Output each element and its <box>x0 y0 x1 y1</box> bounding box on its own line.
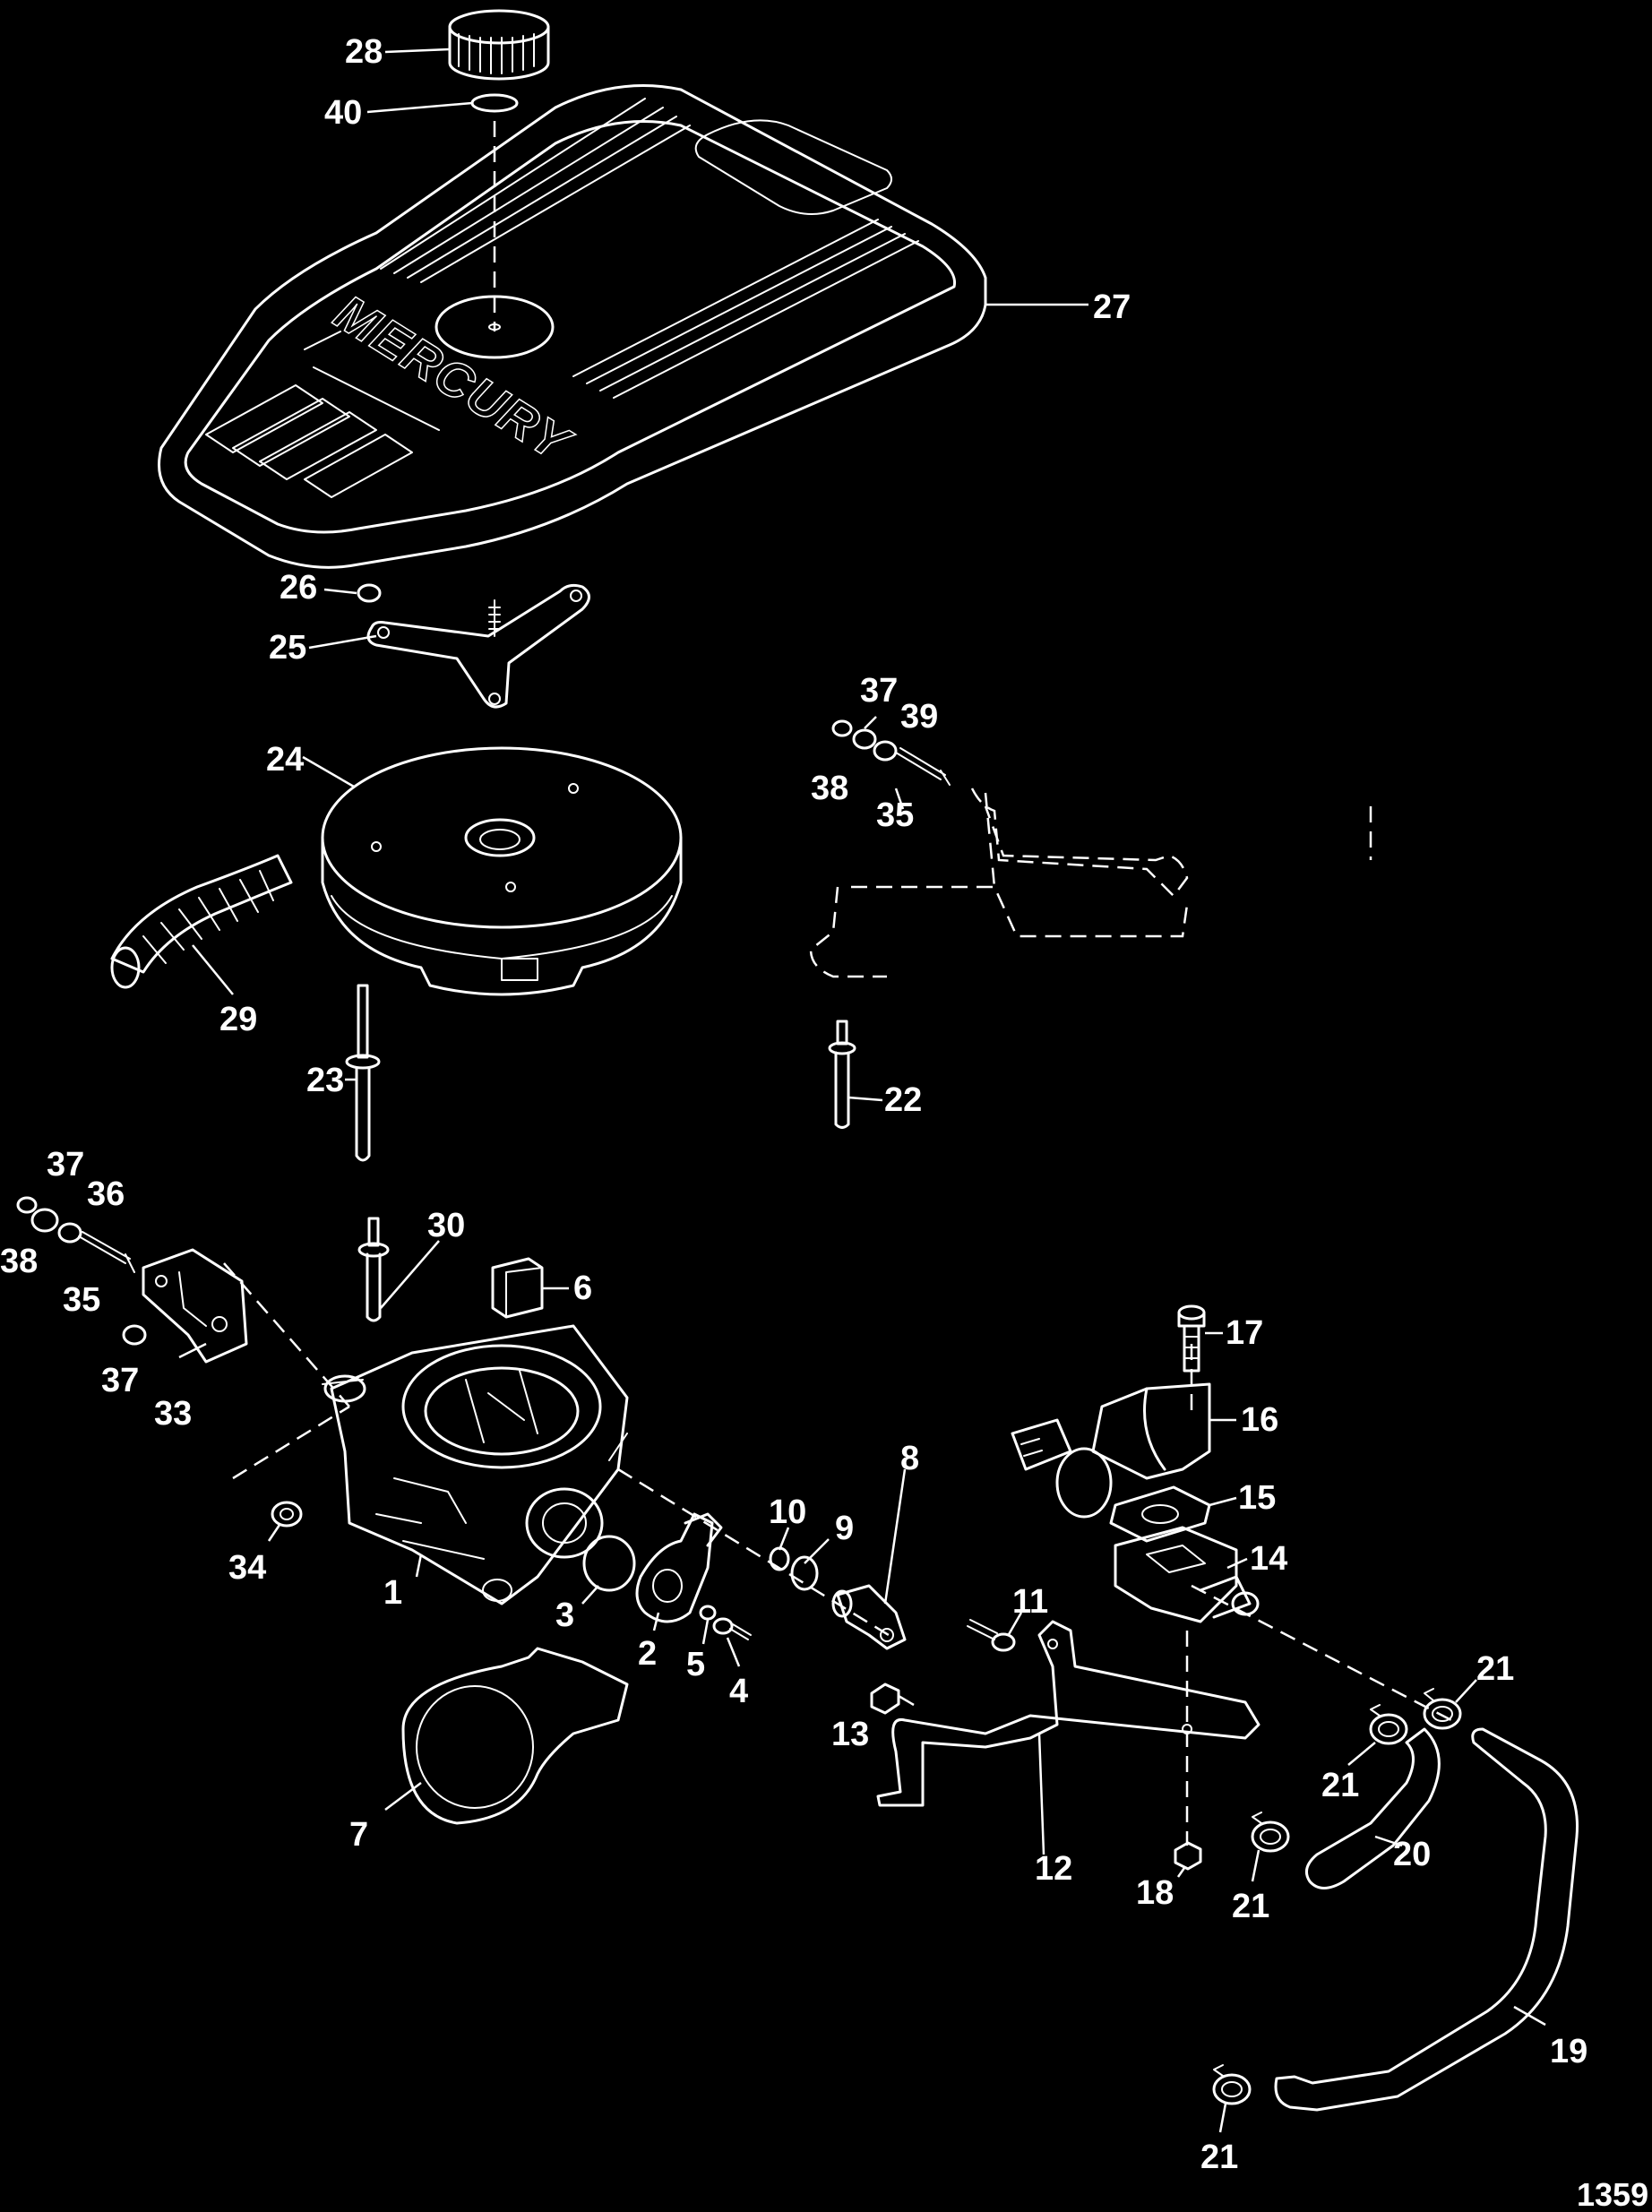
hose-clamp-upper-right <box>1423 1688 1462 1730</box>
callout-12: 12 <box>1035 1850 1072 1888</box>
callout-8: 8 <box>900 1440 919 1477</box>
throttle-cable-bracket <box>142 1248 248 1364</box>
callout-15: 15 <box>1238 1479 1276 1517</box>
callout-24: 24 <box>266 741 304 779</box>
callout-25: 25 <box>269 629 306 667</box>
iac-bracket <box>876 1620 1261 1807</box>
short-hose <box>1304 1727 1441 1889</box>
callout-17: 17 <box>1226 1314 1263 1352</box>
left-bracket-hardware <box>16 1196 147 1346</box>
throttle-body <box>322 1324 629 1605</box>
callout-9: 9 <box>835 1510 854 1547</box>
callout-23: 23 <box>306 1062 344 1099</box>
callout-21-d: 21 <box>1200 2139 1238 2176</box>
iac-gasket <box>1109 1485 1211 1543</box>
callout-3: 3 <box>555 1597 574 1634</box>
throttle-o-ring <box>582 1535 636 1592</box>
callout-11: 11 <box>1012 1583 1048 1621</box>
engine-cover: MERCURY <box>158 84 987 569</box>
iac-adapter <box>1114 1526 1260 1623</box>
iac-o-ring <box>790 1555 819 1591</box>
sensor-screw <box>712 1617 752 1640</box>
cover-nut <box>357 583 382 603</box>
sensor-washer <box>699 1605 717 1621</box>
idle-air-control-valve <box>1011 1382 1211 1519</box>
callout-37-left: 37 <box>47 1146 84 1183</box>
callout-27: 27 <box>1093 288 1131 326</box>
axis-line-throttle-body <box>232 1405 350 1480</box>
callout-26: 26 <box>280 569 317 607</box>
upper-bracket-hardware <box>831 719 951 786</box>
bracket-stud <box>828 1020 856 1129</box>
callout-18: 18 <box>1136 1874 1174 1912</box>
callout-29: 29 <box>219 1001 257 1038</box>
callout-16: 16 <box>1241 1401 1278 1439</box>
callout-14: 14 <box>1250 1540 1287 1578</box>
callout-1: 1 <box>383 1574 402 1612</box>
throttle-nut <box>271 1501 303 1528</box>
callout-2: 2 <box>638 1635 657 1673</box>
callout-38-left: 38 <box>0 1243 38 1280</box>
callout-5: 5 <box>686 1646 705 1683</box>
callout-13: 13 <box>831 1716 869 1753</box>
throttle-body-gasket <box>401 1647 629 1825</box>
callout-19: 19 <box>1550 2033 1587 2070</box>
throttle-position-sensor <box>635 1512 723 1623</box>
hose-clamp-lower <box>1251 1812 1290 1853</box>
manifold-sensor <box>831 1584 907 1650</box>
callout-20: 20 <box>1393 1836 1431 1873</box>
callout-33: 33 <box>154 1395 192 1433</box>
arrestor-stud <box>345 984 381 1162</box>
figure-id: 1359 <box>1577 2176 1648 2212</box>
callout-36: 36 <box>87 1175 125 1213</box>
callout-28: 28 <box>345 33 383 71</box>
bracket-nut <box>870 1683 900 1715</box>
filler-cap <box>448 9 550 81</box>
long-hose <box>1274 1727 1579 2112</box>
callout-21-c: 21 <box>1232 1888 1269 1925</box>
sensor-connector <box>491 1257 544 1319</box>
callout-37-lower: 37 <box>101 1362 139 1399</box>
callout-34: 34 <box>228 1549 266 1587</box>
axis-line-sensor <box>617 1467 897 1641</box>
callout-22: 22 <box>884 1081 922 1119</box>
callout-21-b: 21 <box>1321 1767 1359 1804</box>
iac-bolt <box>1177 1304 1206 1373</box>
callout-40: 40 <box>324 94 362 132</box>
callout-10: 10 <box>769 1493 806 1531</box>
hose-clamp-middle <box>1369 1704 1408 1745</box>
callout-35-left: 35 <box>63 1281 100 1319</box>
callout-37-upper: 37 <box>860 672 898 710</box>
callout-39: 39 <box>900 698 938 736</box>
cover-mounting-bracket <box>366 583 590 709</box>
cap-washer <box>470 93 519 113</box>
hose-clamp-bottom <box>1212 2064 1252 2105</box>
vent-hose <box>110 854 293 989</box>
callout-7: 7 <box>349 1816 368 1854</box>
callout-21-a: 21 <box>1476 1650 1514 1688</box>
iac-o-ring-small <box>769 1546 790 1571</box>
callout-38-upper: 38 <box>811 770 848 807</box>
callout-30: 30 <box>427 1207 465 1244</box>
callout-35-upper: 35 <box>876 796 914 834</box>
flame-arrestor <box>321 746 683 996</box>
leader-lines <box>178 47 1546 2133</box>
adapter-nut <box>1174 1841 1202 1871</box>
callout-labels: 1 2 3 4 5 6 7 8 9 10 11 12 13 14 15 16 1… <box>0 33 1648 2212</box>
upper-mounting-bracket <box>809 788 1189 978</box>
sensor-bolt <box>967 1619 1016 1652</box>
callout-4: 4 <box>729 1673 748 1710</box>
throttle-stud <box>357 1217 390 1322</box>
callout-6: 6 <box>573 1270 592 1307</box>
